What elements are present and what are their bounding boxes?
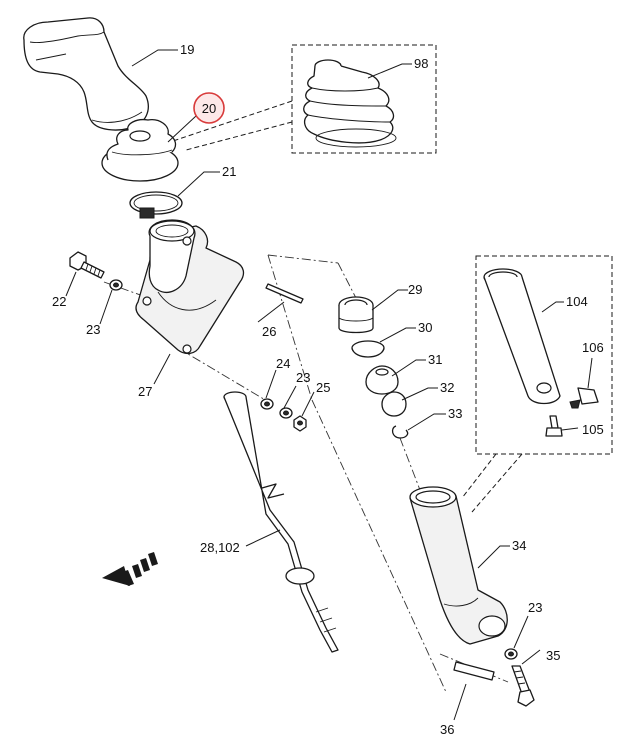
label-34[interactable]: 34 (512, 538, 526, 553)
part-22-bolt (69, 251, 105, 279)
part-23-washer-right (504, 648, 518, 660)
label-22[interactable]: 22 (52, 294, 66, 309)
label-36[interactable]: 36 (440, 722, 454, 737)
label-23-middle[interactable]: 23 (296, 370, 310, 385)
part-30-cup (351, 340, 385, 358)
part-33-circlip (391, 425, 409, 439)
label-20[interactable]: 20 (202, 101, 216, 116)
part-23-washer-left (109, 279, 123, 291)
label-27[interactable]: 27 (138, 384, 152, 399)
highlight-circle-20 (193, 92, 225, 124)
label-32[interactable]: 32 (440, 380, 454, 395)
part-34-tube (409, 486, 508, 645)
forward-arrow-icon (102, 552, 158, 586)
part-106-grease-nipple (569, 387, 599, 409)
part-36-key (453, 661, 495, 681)
part-labels: 20 19 21 22 23 26 27 24 23 25 28,102 29 … (52, 42, 604, 737)
part-20-gaiter (101, 118, 179, 182)
part-98-boot (303, 59, 397, 148)
label-106[interactable]: 106 (582, 340, 604, 355)
label-35[interactable]: 35 (546, 648, 560, 663)
label-25[interactable]: 25 (316, 380, 330, 395)
label-98[interactable]: 98 (414, 56, 428, 71)
label-21[interactable]: 21 (222, 164, 236, 179)
inset-connectors (169, 100, 523, 513)
part-25-nut (293, 415, 307, 432)
label-23-left[interactable]: 23 (86, 322, 100, 337)
part-104-sleeve (483, 268, 561, 405)
part-23-washer-middle (279, 407, 293, 419)
part-35-bolt (511, 665, 535, 707)
part-26-pin (265, 283, 304, 304)
part-105-screw (545, 415, 563, 437)
label-28-102[interactable]: 28,102 (200, 540, 240, 555)
label-24[interactable]: 24 (276, 356, 290, 371)
label-30[interactable]: 30 (418, 320, 432, 335)
label-26[interactable]: 26 (262, 324, 276, 339)
label-23-right[interactable]: 23 (528, 600, 542, 615)
part-31-ball (365, 365, 399, 395)
part-19-shift-knob (23, 17, 149, 131)
part-27-housing (135, 219, 245, 355)
part-32-bushing (381, 391, 407, 417)
part-29-bushing (338, 296, 374, 334)
label-19[interactable]: 19 (180, 42, 194, 57)
leader-lines (65, 49, 593, 721)
label-105[interactable]: 105 (582, 422, 604, 437)
inset-box-98 (291, 44, 437, 154)
inset-box-104 (475, 255, 613, 455)
part-21-clamp (129, 191, 183, 219)
label-29[interactable]: 29 (408, 282, 422, 297)
label-33[interactable]: 33 (448, 406, 462, 421)
label-31[interactable]: 31 (428, 352, 442, 367)
part-28-shaft (223, 391, 339, 653)
label-104[interactable]: 104 (566, 294, 588, 309)
part-24-washer (260, 398, 274, 410)
